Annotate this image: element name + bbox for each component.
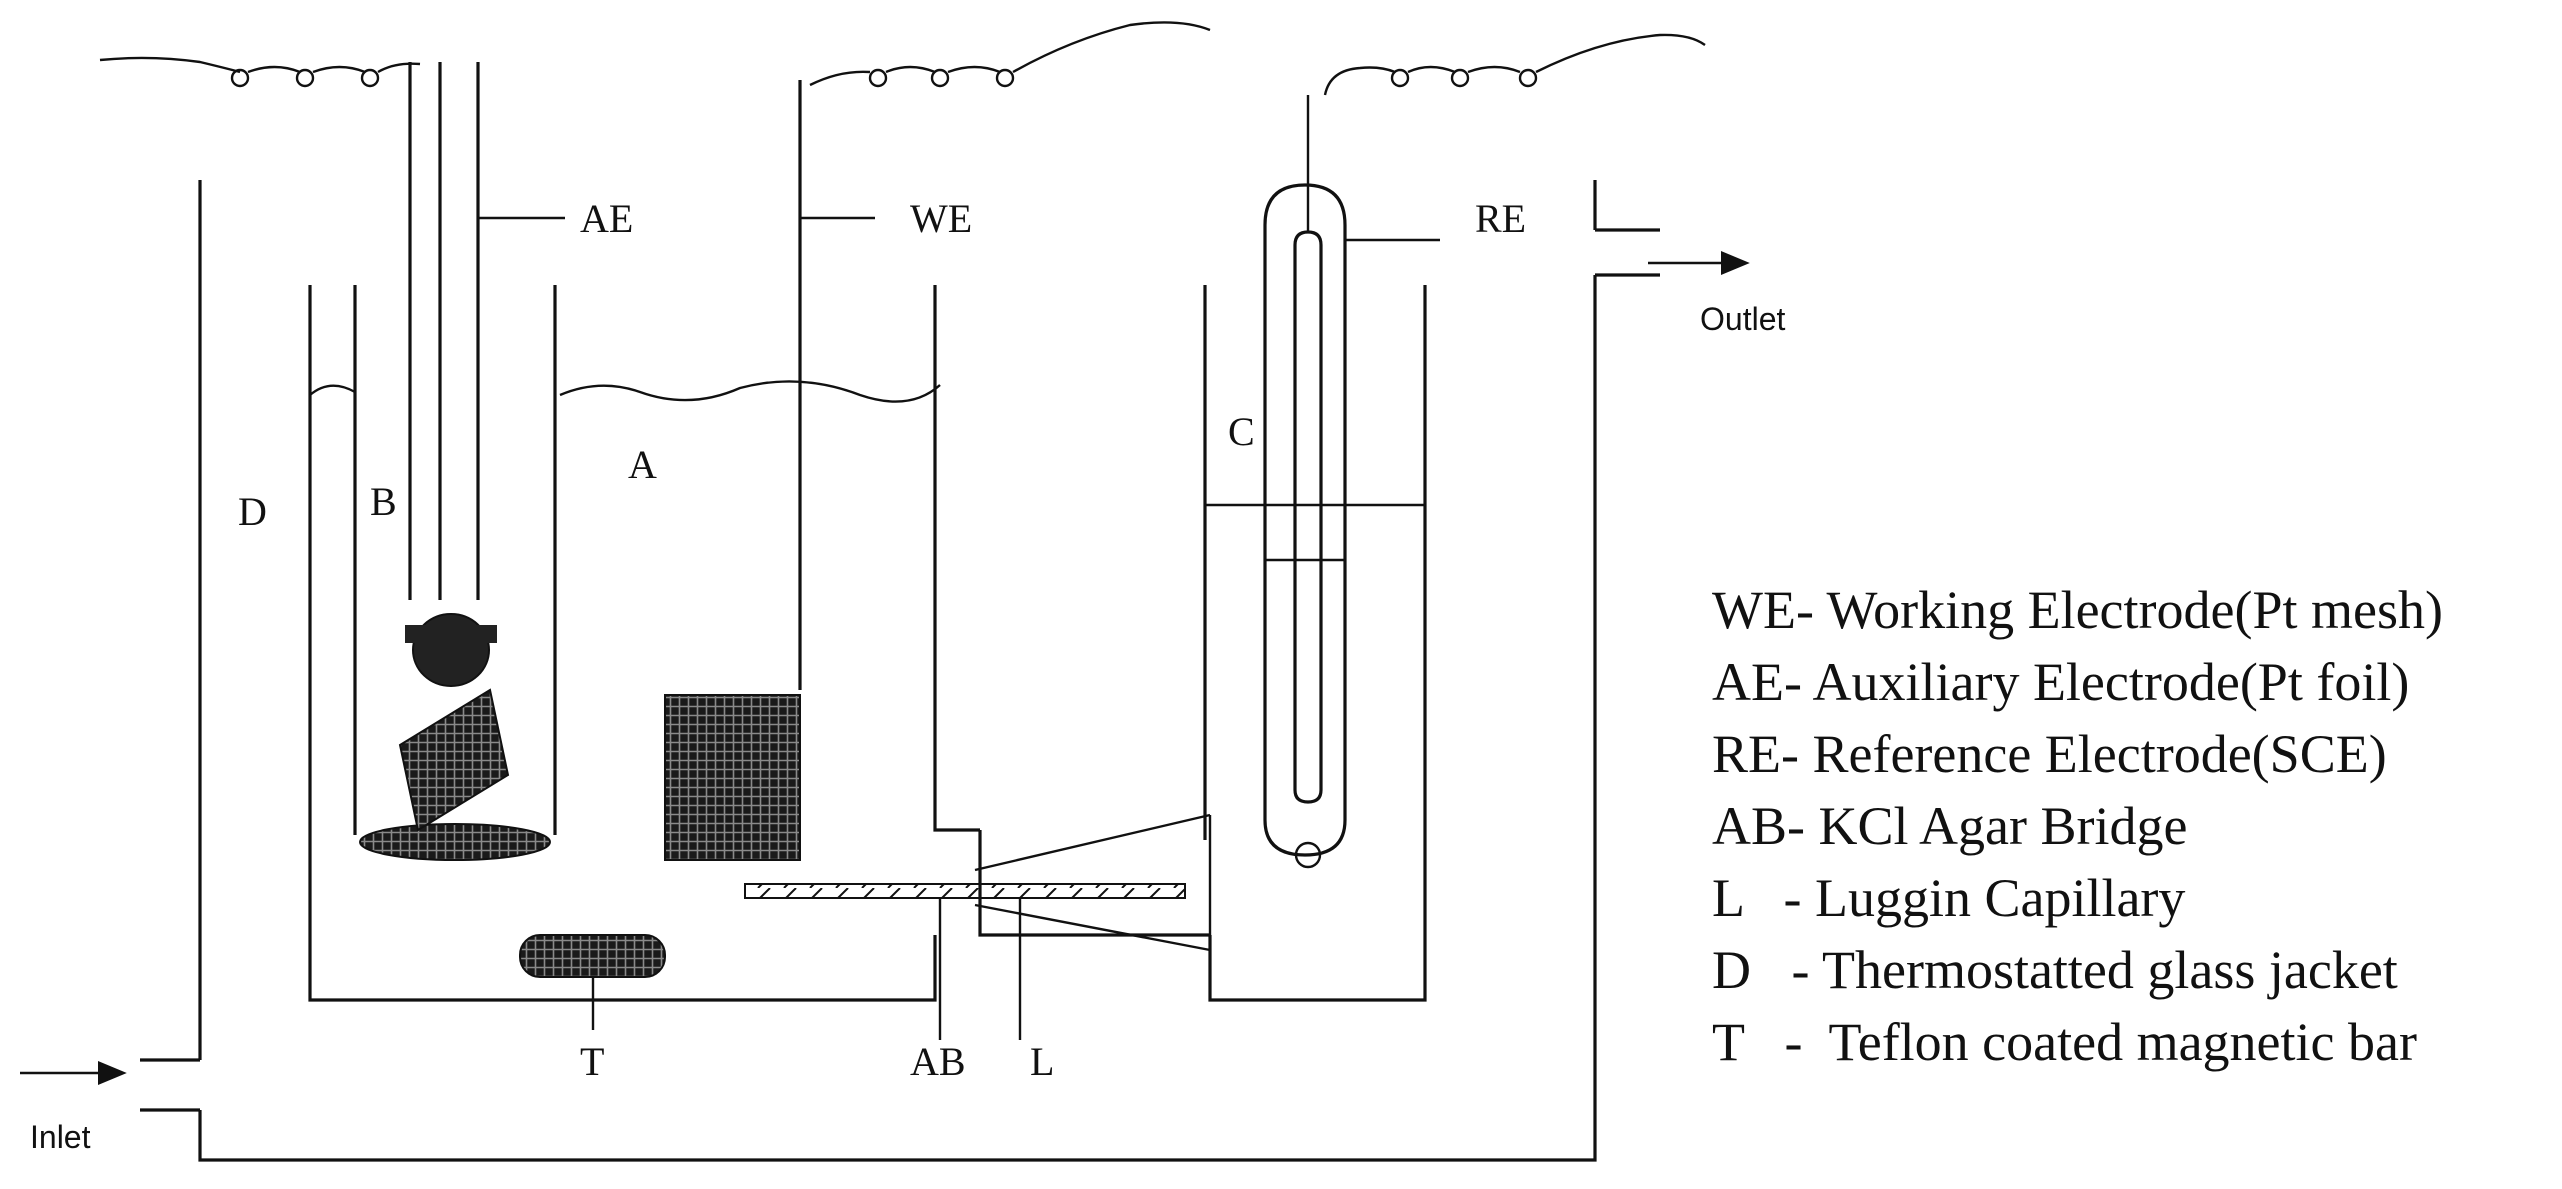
label-l: L — [1030, 1039, 1054, 1084]
legend-item: D - Thermostatted glass jacket — [1712, 940, 2398, 1000]
legend-item: L - Luggin Capillary — [1712, 868, 2185, 928]
luggin-capillary — [744, 883, 1186, 899]
legend-item: WE- Working Electrode(Pt mesh) — [1712, 580, 2443, 640]
label-we: WE — [910, 196, 972, 241]
pt-foil — [398, 688, 510, 832]
compartment-c — [1203, 95, 1440, 869]
teflon-stir-bar — [519, 934, 666, 978]
label-inlet: Inlet — [30, 1119, 91, 1155]
legend-item: AE- Auxiliary Electrode(Pt foil) — [1712, 652, 2409, 712]
outer-jacket-d — [140, 180, 1660, 1162]
pt-mesh-electrode — [664, 694, 801, 861]
label-outlet: Outlet — [1700, 301, 1785, 337]
agar-bridge-and-luggin — [744, 285, 1212, 1040]
label-ae: AE — [580, 196, 633, 241]
legend-item: RE- Reference Electrode(SCE) — [1712, 724, 2387, 784]
ae-lead-wire — [99, 56, 421, 88]
label-ab: AB — [910, 1039, 966, 1084]
label-d: D — [238, 489, 267, 534]
label-c: C — [1228, 409, 1255, 454]
label-t: T — [580, 1039, 604, 1084]
auxiliary-electrode — [398, 62, 565, 832]
we-lead-wire — [809, 21, 1211, 88]
label-a: A — [628, 442, 657, 487]
legend-item: T - Teflon coated magnetic bar — [1712, 1012, 2417, 1072]
legend-item: AB- KCl Agar Bridge — [1712, 796, 2187, 856]
frit-disc-b — [359, 823, 551, 861]
inner-cell-wall — [308, 285, 1427, 1002]
compartment-b — [309, 285, 557, 861]
compartment-a — [559, 80, 941, 861]
label-b: B — [370, 479, 397, 524]
re-lead-wire — [1323, 33, 1706, 96]
reference-electrode-tube — [1263, 183, 1347, 857]
legend: WE- Working Electrode(Pt mesh) AE- Auxil… — [1712, 580, 2443, 1072]
label-re: RE — [1475, 196, 1526, 241]
